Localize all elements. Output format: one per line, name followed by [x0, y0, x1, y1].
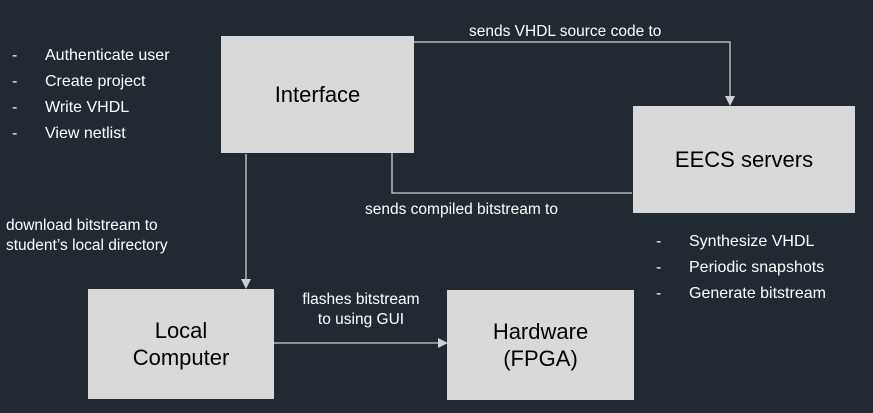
hardware-label: Hardware (FPGA)	[492, 318, 589, 372]
eecs-servers-label: EECS servers	[674, 146, 814, 172]
hardware-box: Hardware (FPGA)	[447, 290, 634, 400]
edge-label-servers-to-interface: sends compiled bitstream to	[365, 201, 558, 218]
server-note-item: Generate bitstream	[650, 281, 826, 307]
local-computer-box: Local Computer	[88, 289, 274, 399]
interface-box: Interface	[221, 36, 414, 153]
edge-label-local-to-hardware-line: flashes bitstream	[302, 291, 420, 308]
server-notes-list: Synthesize VHDL Periodic snapshots Gener…	[650, 229, 826, 307]
local-computer-label: Local Computer	[132, 317, 230, 371]
edge-label-interface-to-servers: sends VHDL source code to	[469, 23, 662, 40]
edge-label-interface-to-local-line: student’s local directory	[6, 237, 168, 254]
edge-label-local-to-hardware-line: to using GUI	[317, 311, 405, 328]
edge-interface-to-servers	[414, 41, 735, 106]
interface-notes-list: Authenticate user Create project Write V…	[6, 43, 170, 147]
interface-note-item: Authenticate user	[6, 43, 170, 69]
interface-label: Interface	[274, 81, 361, 107]
server-note-item: Synthesize VHDL	[650, 229, 826, 255]
edge-servers-to-interface	[387, 138, 632, 194]
edge-label-interface-to-local-line: download bitstream to	[6, 217, 158, 234]
edge-label-interface-to-local: download bitstream to student’s local di…	[6, 216, 168, 256]
interface-note-item: View netlist	[6, 121, 170, 147]
server-note-item: Periodic snapshots	[650, 255, 826, 281]
interface-note-item: Write VHDL	[6, 95, 170, 121]
interface-note-item: Create project	[6, 69, 170, 95]
eecs-servers-box: EECS servers	[633, 106, 855, 213]
edge-label-local-to-hardware: flashes bitstream to using GUI	[276, 290, 446, 330]
